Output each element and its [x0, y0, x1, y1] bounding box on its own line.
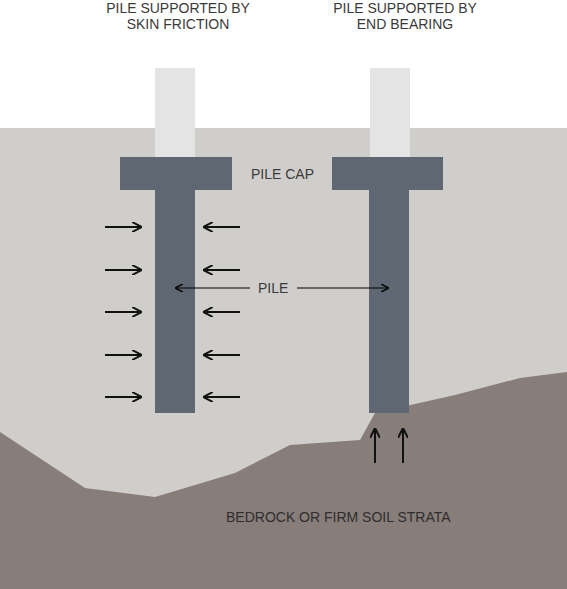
pile	[369, 189, 409, 413]
part-label: PILE CAP	[251, 166, 314, 182]
pile-cap	[120, 157, 232, 190]
part-label: PILE	[258, 280, 288, 296]
friction-arrows	[105, 227, 240, 397]
region-label: BEDROCK OR FIRM SOIL STRATA	[226, 509, 451, 525]
bedrock-shape	[0, 370, 567, 589]
column	[155, 68, 195, 158]
column	[370, 68, 410, 158]
pile-cap	[332, 157, 443, 190]
pile	[155, 189, 195, 413]
heading-label: PILE SUPPORTED BY SKIN FRICTION	[93, 0, 263, 32]
bedrock-region: BEDROCK OR FIRM SOIL STRATA	[0, 370, 567, 589]
heading-label: PILE SUPPORTED BY END BEARING	[320, 0, 490, 32]
